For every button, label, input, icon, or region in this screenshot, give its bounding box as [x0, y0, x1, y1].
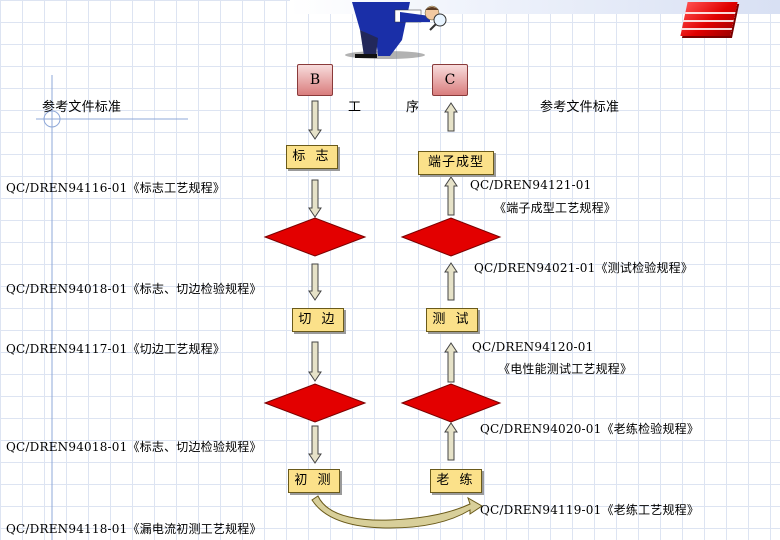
- decision-label-2: 检验: [439, 232, 464, 246]
- step-trim: 切 边: [292, 308, 344, 332]
- ref-electrical-test-code: QC/DREN94120-01: [472, 340, 594, 354]
- ref-aging-inspection: QC/DREN94020-01《老练检验规程》: [480, 422, 700, 436]
- decision-label-4: 检验: [439, 398, 464, 412]
- ref-label-trim-inspection: QC/DREN94018-01《标志、切边检验规程》: [6, 282, 262, 296]
- arrow-down-1: [308, 100, 322, 140]
- ref-test-inspection: QC/DREN94021-01《测试检验规程》: [474, 261, 694, 275]
- crosshair-icon: [40, 107, 64, 131]
- ref-label-trim-inspection-2: QC/DREN94018-01《标志、切边检验规程》: [6, 440, 262, 454]
- arrow-down-4: [308, 341, 322, 382]
- ref-electrical-test-title: 《电性能测试工艺规程》: [498, 362, 633, 376]
- arrow-up-4: [444, 342, 458, 383]
- ref-terminal-forming-title: 《端子成型工艺规程》: [494, 201, 617, 215]
- ref-terminal-forming-code: QC/DREN94121-01: [470, 178, 592, 192]
- decision-diamond-1: [263, 217, 367, 257]
- ref-trim-process: QC/DREN94117-01《切边工艺规程》: [6, 342, 226, 356]
- ref-aging-process: QC/DREN94119-01《老练工艺规程》: [480, 503, 700, 517]
- ref-label-process: QC/DREN94116-01《标志工艺规程》: [6, 181, 226, 195]
- step-terminal-forming: 端子成型: [418, 151, 494, 175]
- decision-label-1: 检验: [303, 232, 328, 246]
- decision-diamond-2: [400, 217, 502, 257]
- step-initial-test: 初 测: [288, 469, 340, 493]
- arrow-down-3: [308, 263, 322, 301]
- column-b-badge: B: [297, 64, 333, 96]
- decision-label-3: 检验: [303, 398, 328, 412]
- process-header-1: 工: [348, 100, 362, 115]
- step-test: 测 试: [426, 308, 478, 332]
- arrow-up-1: [444, 102, 458, 132]
- process-header-2: 序: [406, 100, 420, 115]
- left-ref-header: 参考文件标准: [42, 100, 122, 115]
- arrow-down-5: [308, 425, 322, 464]
- step-aging: 老 练: [430, 469, 482, 493]
- curved-arrow: [311, 495, 483, 529]
- decision-diamond-4: [400, 383, 502, 423]
- decision-diamond-3: [263, 383, 367, 423]
- arrow-down-2: [308, 179, 322, 218]
- step-label: 标 志: [286, 145, 338, 169]
- arrow-up-3: [444, 262, 458, 301]
- arrow-up-5: [444, 422, 458, 461]
- arrow-up-2: [444, 176, 458, 216]
- right-ref-header: 参考文件标准: [540, 100, 620, 115]
- ref-leakage-initial-test: QC/DREN94118-01《漏电流初测工艺规程》: [6, 522, 262, 536]
- column-c-badge: C: [432, 64, 468, 96]
